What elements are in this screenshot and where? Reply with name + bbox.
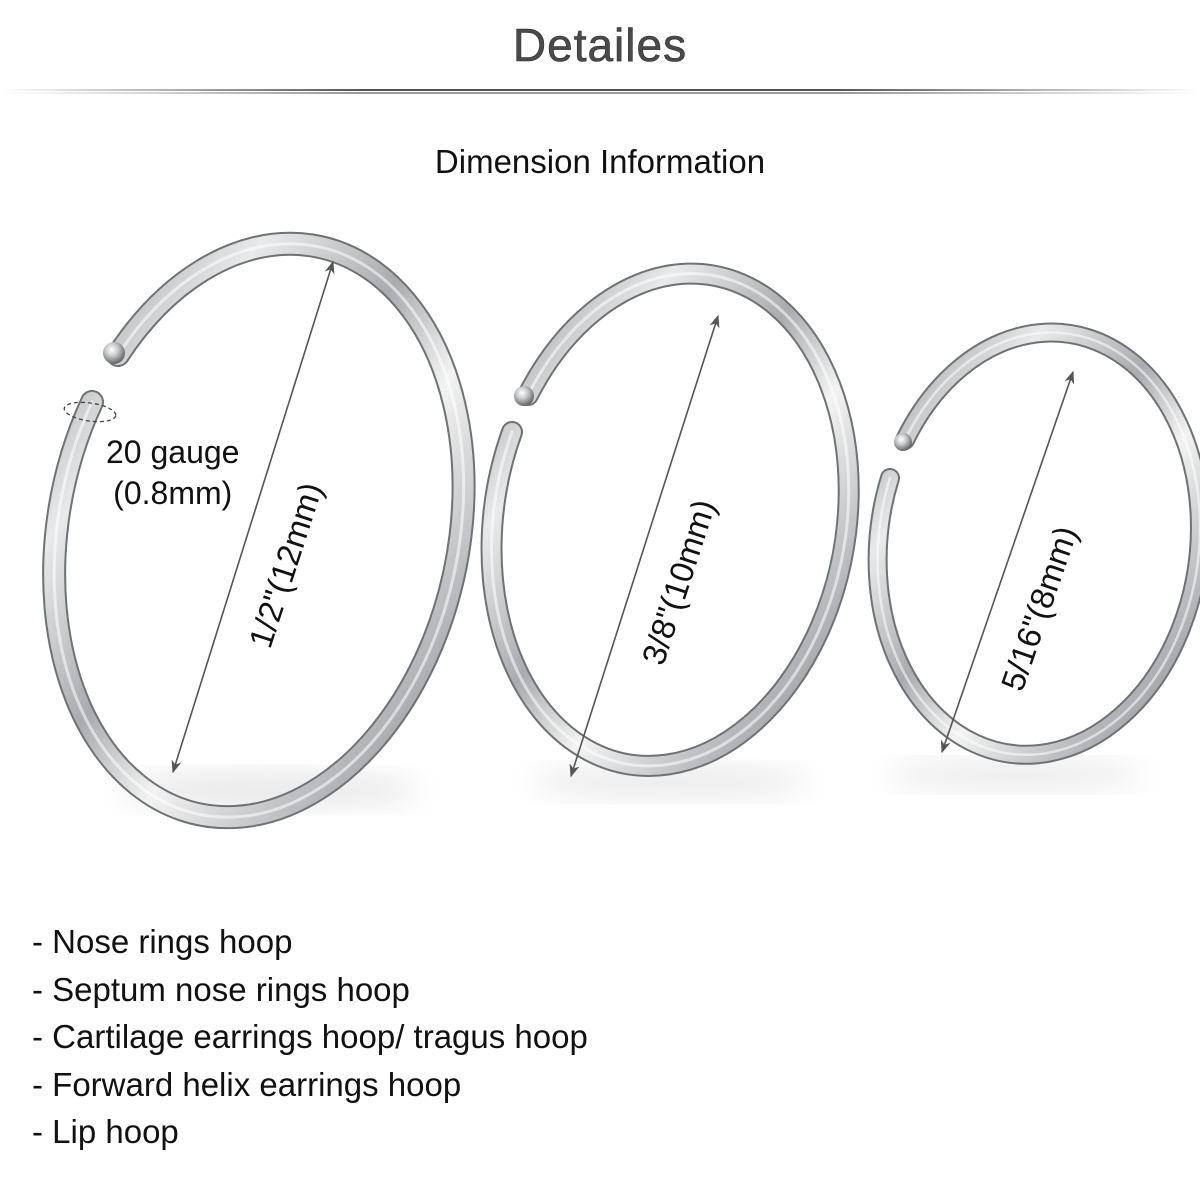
title-divider (0, 89, 1200, 94)
dimension-arrow (940, 370, 1075, 754)
size-label-medium: 3/8"(10mm) (634, 495, 722, 669)
list-item: - Forward helix earrings hoop (32, 1065, 462, 1103)
list-item: - Cartilage earrings hoop/ tragus hoop (32, 1018, 588, 1055)
list-item: - Nose rings hoop (32, 923, 293, 960)
ring-large (42, 231, 476, 830)
uses-list: - Nose rings hoop - Septum nose rings ho… (32, 918, 588, 1156)
dimension-arrow (171, 260, 335, 774)
rings-illustration: 1/2"(12mm) 3/8"(10mm) 5/16"(8mm) (42, 231, 1200, 830)
size-label-small: 5/16"(8mm) (994, 521, 1085, 695)
gauge-value: 20 gauge (106, 434, 240, 470)
list-item: - Septum nose rings hoop (32, 970, 410, 1008)
divider-line-dark (0, 89, 1200, 91)
ring-medium (480, 262, 860, 798)
ball-end-icon (103, 342, 125, 364)
section-subtitle: Dimension Information (434, 143, 766, 180)
list-item: - Lip hoop (32, 1113, 179, 1150)
ring-small (867, 322, 1200, 789)
dimension-arrow (569, 314, 720, 778)
divider-line-light (0, 92, 1200, 94)
ball-end-icon (514, 386, 534, 406)
ball-end-icon (894, 433, 912, 451)
gauge-mm: (0.8mm) (113, 475, 233, 511)
gauge-label: 20 gauge (0.8mm) (106, 432, 239, 514)
size-label-large: 1/2"(12mm) (241, 478, 329, 652)
page-title: Detailes (512, 19, 688, 72)
